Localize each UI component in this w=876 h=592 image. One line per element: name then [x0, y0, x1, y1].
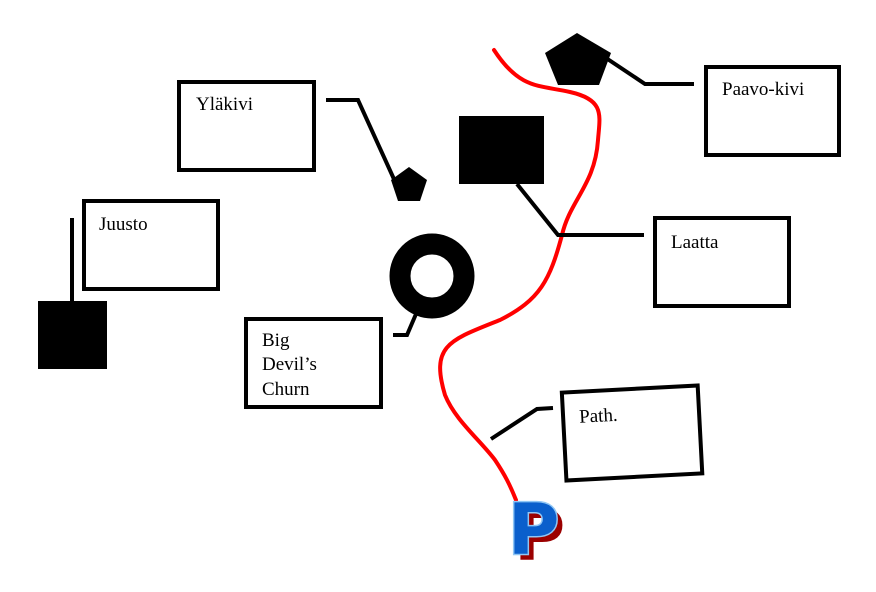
label-text: Churn [262, 379, 310, 400]
leader-line-laatta [515, 182, 644, 237]
label-text: Juusto [99, 214, 148, 235]
label-text: Devil’s [262, 354, 317, 375]
parking-shadow: P [514, 495, 565, 577]
label-box [82, 199, 220, 291]
label-box [177, 80, 316, 172]
label-text: Yläkivi [196, 94, 253, 115]
label-box [244, 317, 383, 409]
parking-icon: P P [507, 488, 566, 578]
label-box [559, 383, 705, 483]
leader-line-big-devils-churn [393, 313, 418, 337]
parking-letter: P [508, 489, 559, 571]
trail-path [438, 48, 602, 502]
pentagon-icon [391, 167, 427, 201]
label-box [704, 65, 841, 157]
label-ylakivi: Yläkivi [177, 80, 316, 172]
pentagon-icon [545, 33, 611, 85]
label-juusto: Juusto [82, 199, 220, 291]
label-box [653, 216, 791, 308]
label-big-devils-churn: Big Devil’s Churn [244, 317, 383, 409]
square-icon [38, 301, 107, 369]
label-text: Big [262, 330, 290, 351]
square-icon [459, 116, 544, 184]
label-text: Path. [579, 405, 619, 428]
label-path: Path. [559, 383, 705, 483]
leader-line-path [489, 406, 554, 441]
ring-icon [389, 233, 475, 319]
label-paavo-kivi: Paavo-kivi [704, 65, 841, 157]
label-text: Laatta [671, 232, 719, 253]
leader-line-ylakivi [326, 98, 400, 189]
label-text: Paavo-kivi [722, 79, 804, 100]
label-laatta: Laatta [653, 216, 791, 308]
leader-line-paavo-kivi [604, 56, 694, 86]
